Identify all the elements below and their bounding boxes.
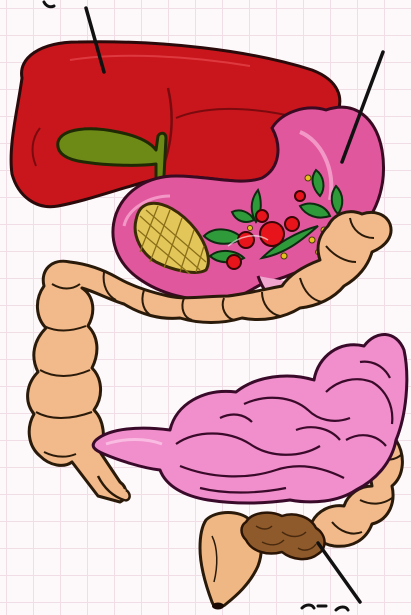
rectum-pointer-line bbox=[318, 543, 360, 602]
small-intestine bbox=[93, 334, 407, 503]
